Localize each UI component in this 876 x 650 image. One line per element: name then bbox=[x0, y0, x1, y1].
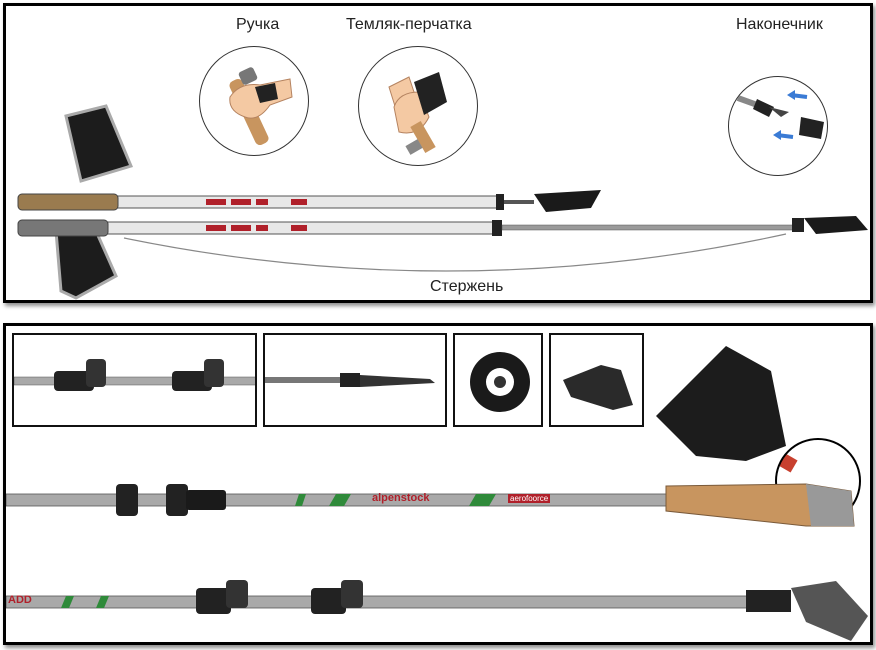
grip-detail-circle bbox=[199, 46, 309, 156]
pole1-brand-text: alpenstock bbox=[372, 492, 430, 504]
upper-pole-paw bbox=[534, 190, 601, 212]
label-strap: Темляк-перчатка bbox=[346, 16, 472, 33]
strap-upper bbox=[64, 104, 134, 183]
top-poles-illustration bbox=[17, 104, 868, 300]
bottom-panel: alpenstock aerofoorce ADD bbox=[3, 323, 873, 645]
label-shaft: Стержень bbox=[430, 278, 504, 295]
tip-detail-circle bbox=[728, 76, 828, 176]
inset-tip bbox=[263, 333, 447, 427]
rubber-paw-icon bbox=[563, 365, 633, 410]
strap-lower bbox=[54, 229, 118, 300]
pole2-paw bbox=[791, 581, 868, 641]
basket-icon bbox=[470, 352, 530, 412]
pole2-brand-fragment: ADD bbox=[8, 594, 32, 606]
grip-hand-icon bbox=[229, 67, 293, 146]
upper-pole-grip bbox=[17, 193, 119, 211]
lower-pole-paw bbox=[804, 216, 868, 234]
inset-locks bbox=[12, 333, 257, 427]
pole1-sub-text: aerofoorce bbox=[508, 494, 551, 503]
tip-arrows-icon bbox=[736, 90, 824, 140]
strap-glove-icon bbox=[388, 72, 447, 155]
strap-detail-circle bbox=[358, 46, 478, 166]
label-grip: Ручка bbox=[236, 16, 280, 33]
lower-pole-grip bbox=[17, 219, 109, 237]
inset-paw bbox=[549, 333, 644, 427]
inset-basket bbox=[453, 333, 543, 427]
bottom-strap bbox=[6, 346, 868, 641]
pole2-shaft bbox=[6, 595, 787, 609]
top-panel: Ручка Темляк-перчатка Наконечник Стержен… bbox=[3, 3, 873, 303]
label-tip: Наконечник bbox=[736, 16, 823, 33]
